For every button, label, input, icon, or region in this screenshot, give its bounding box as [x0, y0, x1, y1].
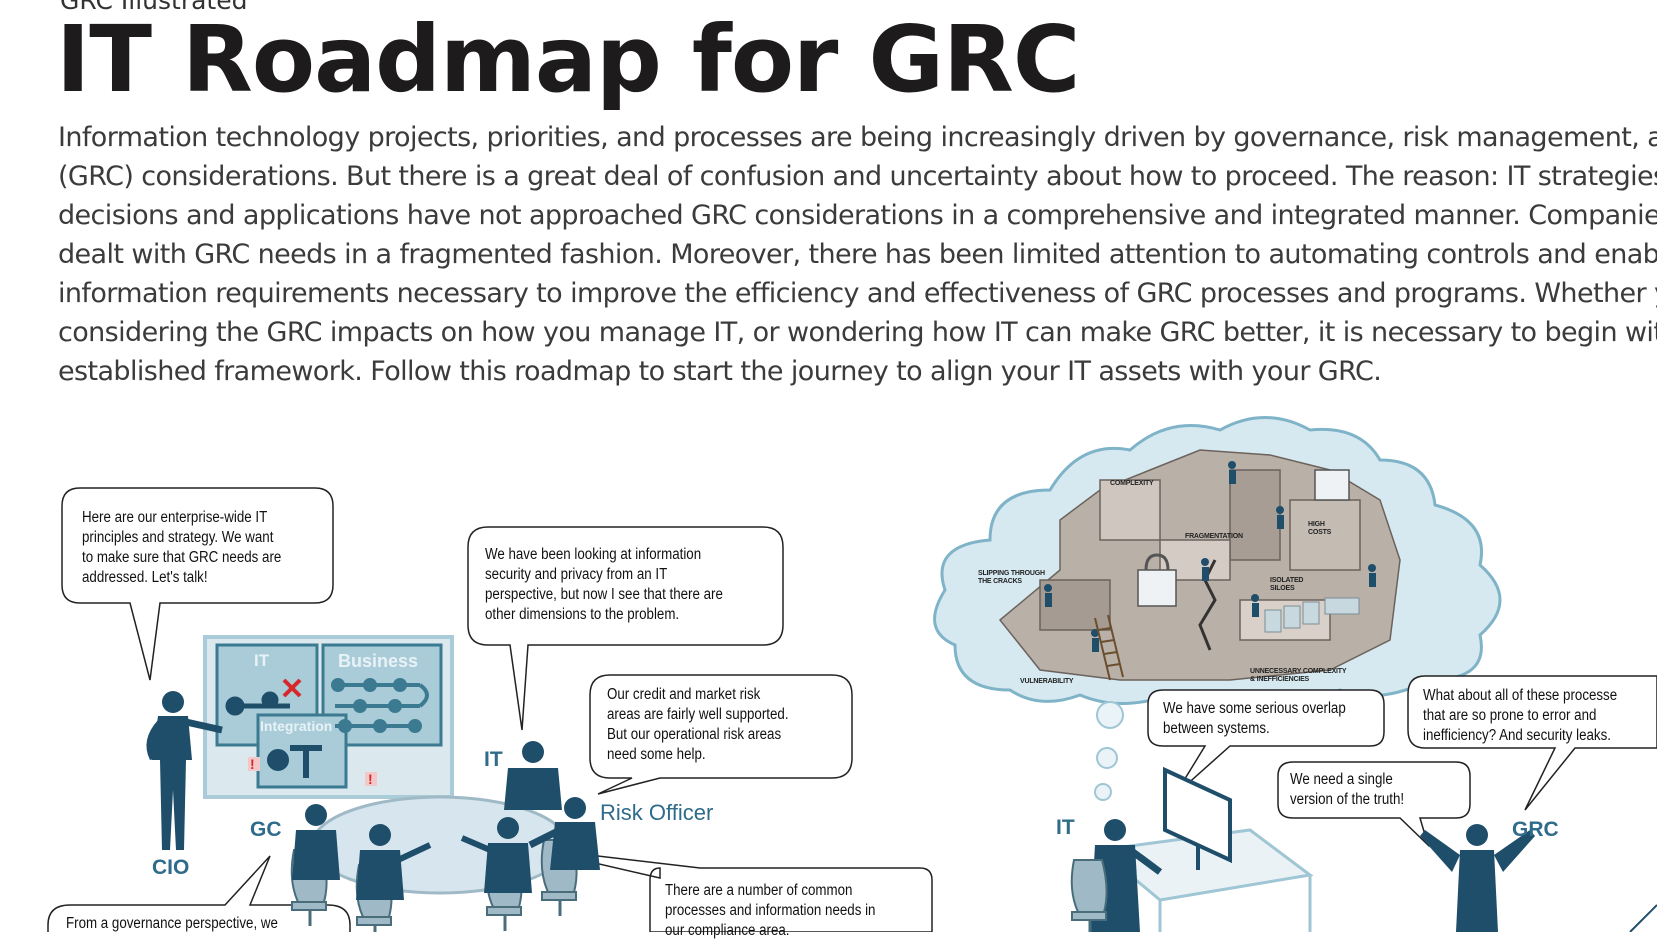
single-version-bubble-text: We need a single version of the truth! [1290, 770, 1404, 810]
bubble-line: What about all of these processe [1423, 687, 1618, 704]
it-bubble-text: We have been looking at information secu… [485, 545, 723, 625]
bubble-line: inefficiency? And security leaks. [1423, 727, 1611, 744]
micro-line: COSTS [1308, 529, 1332, 536]
risk-officer-speech-bubble [589, 674, 853, 795]
it-speech-bubble [467, 526, 784, 731]
monitor-icon [1163, 766, 1232, 870]
it-role-label: IT [484, 748, 503, 771]
micro-line: HIGH [1308, 521, 1325, 528]
board-member-person-icon [356, 824, 432, 900]
it-worker-role-label: IT [1056, 816, 1075, 839]
page-title: IT Roadmap for GRC [56, 6, 1080, 113]
cloud-label-fragmentation: FRAGMENTATION [1185, 533, 1243, 540]
bubble-line: We have some serious overlap [1163, 700, 1346, 717]
bubble-line: version of the truth! [1290, 791, 1405, 808]
cio-bubble-text: Here are our enterprise-wide IT principl… [82, 508, 281, 588]
cloud-label-complexity: COMPLEXITY [1110, 480, 1154, 487]
bubble-line: to make sure that GRC needs are [82, 549, 282, 566]
cio-speech-bubble [61, 487, 334, 681]
bubble-line: Our credit and market risk [607, 686, 761, 703]
overlap-speech-bubble [1147, 689, 1385, 796]
bubble-line: that are so prone to error and [1423, 707, 1597, 724]
intro-line: dealt with GRC needs in a fragmented fas… [58, 239, 1657, 270]
bubble-line: principles and strategy. We want [82, 529, 274, 546]
compliance-speech-bubble [529, 847, 933, 932]
gc-person-icon [292, 804, 340, 880]
micro-line: ISOLATED [1270, 577, 1304, 584]
bubble-line: Here are our enterprise-wide IT [82, 509, 268, 526]
thought-dots [1094, 701, 1124, 801]
risk-officer-bubble-text: Our credit and market risk areas are fai… [607, 685, 789, 765]
svg-text:!: ! [250, 756, 255, 772]
bubble-line: between systems. [1163, 720, 1270, 737]
intro-line: considering the GRC impacts on how you m… [58, 317, 1657, 348]
cloud-label-vulnerability: VULNERABILITY [1020, 678, 1074, 685]
cloud-label-siloes: ISOLATED SILOES [1270, 577, 1303, 593]
intro-paragraph: Information technology projects, priorit… [58, 118, 1657, 391]
cio-role-label: CIO [152, 856, 190, 879]
workstation-desk [1096, 766, 1314, 932]
bubble-line: need some help. [607, 746, 706, 763]
bubble-line: our compliance area. [665, 922, 790, 939]
bubble-line: security and privacy from an IT [485, 566, 668, 583]
micro-line: UNNECESSARY COMPLEXITY [1250, 668, 1347, 675]
bubble-line: areas are fairly well supported. [607, 706, 789, 723]
intro-line: information requirements necessary to im… [58, 278, 1657, 309]
bubble-line: processes and information needs in [665, 902, 876, 919]
bubble-line: We have been looking at information [485, 546, 702, 563]
micro-line: SILOES [1270, 585, 1295, 592]
board-business-label: Business [338, 651, 419, 671]
grc-role-label: GRC [1512, 818, 1559, 841]
gc-bubble-text: From a governance perspective, we [66, 914, 278, 934]
bubble-line: addressed. Let's talk! [82, 569, 208, 586]
svg-text:!: ! [368, 771, 373, 787]
it-person-icon [504, 741, 562, 810]
micro-line: & INEFFICIENCIES [1250, 676, 1310, 683]
risk-officer-role-label: Risk Officer [600, 800, 714, 825]
section-kicker: GRC Illustrated [60, 0, 248, 15]
bubble-line: There are a number of common [665, 882, 853, 899]
cio-person-icon [146, 691, 223, 850]
gc-speech-bubble [47, 855, 351, 932]
risk-officer-person-icon [528, 797, 600, 870]
bubble-line: But our operational risk areas [607, 726, 782, 743]
board-it-label: IT [254, 651, 270, 670]
board-integration-label: Integration [260, 718, 333, 734]
overlap-bubble-text: We have some serious overlap between sys… [1163, 699, 1346, 739]
processes-speech-bubble [1407, 675, 1657, 811]
cloud-label-high-costs: HIGH COSTS [1308, 521, 1331, 537]
micro-line: SLIPPING THROUGH [978, 570, 1045, 577]
intro-line: Information technology projects, priorit… [58, 122, 1657, 153]
problem-thought-cloud [933, 416, 1502, 705]
compliance-bubble-text: There are a number of common processes a… [665, 881, 875, 941]
bubble-line: perspective, but now I see that there ar… [485, 586, 723, 603]
cloud-label-unnecessary: UNNECESSARY COMPLEXITY & INEFFICIENCIES [1250, 668, 1347, 684]
grc-person-icon [1420, 824, 1535, 932]
processes-bubble-text: What about all of these processe that ar… [1423, 686, 1617, 746]
micro-line: THE CRACKS [978, 578, 1022, 585]
board-member-person-icon [460, 817, 532, 893]
gc-role-label: GC [250, 818, 282, 841]
bubble-line: From a governance perspective, we [66, 915, 278, 932]
intro-line: established framework. Follow this roadm… [58, 356, 1382, 387]
bubble-line: We need a single [1290, 771, 1393, 788]
intro-line: decisions and applications have not appr… [58, 200, 1657, 231]
cloud-label-slipping: SLIPPING THROUGH THE CRACKS [978, 570, 1045, 586]
padlock-icon [1137, 553, 1177, 607]
intro-line: (GRC) considerations. But there is a gre… [58, 161, 1657, 192]
strategy-whiteboard: ! ! [203, 635, 454, 799]
bubble-line: other dimensions to the problem. [485, 606, 680, 623]
